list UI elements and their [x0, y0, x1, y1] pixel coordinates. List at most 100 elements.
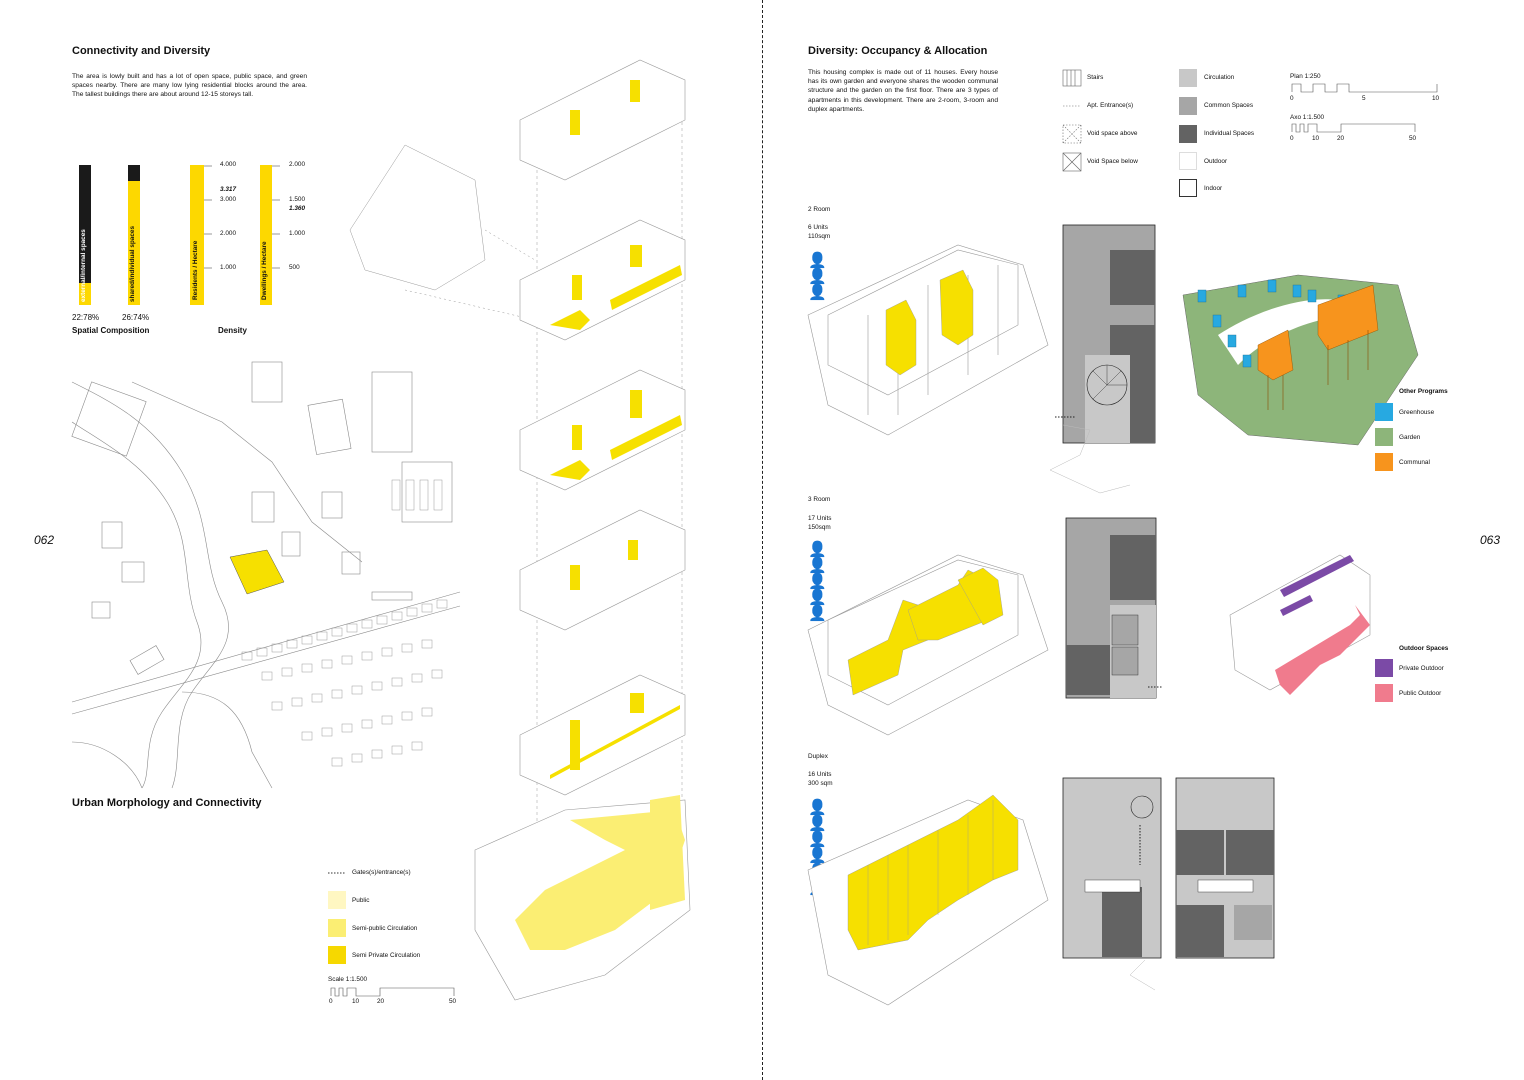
dw-tick-1360: 1.360 [289, 205, 305, 212]
axo-scale-50: 50 [1409, 135, 1417, 142]
swatch-individual [1179, 125, 1197, 143]
left-scale-bar [330, 987, 455, 997]
type-duplex-units: 16 Units [808, 771, 832, 778]
symbol-void-above: Void space above [1087, 130, 1138, 137]
plan-duplex [1062, 777, 1275, 991]
bar-value-1: 22:78% [72, 313, 100, 322]
plan-2room [1049, 224, 1156, 494]
axo-scale-0: 0 [1290, 135, 1294, 142]
other-programs-title: Other Programs [1399, 388, 1448, 395]
space-outdoor: Outdoor [1204, 158, 1228, 165]
swatch-common [1179, 97, 1197, 115]
type-2room-units: 6 Units [808, 224, 828, 231]
type-duplex-name: Duplex [808, 753, 828, 760]
plan-scale-5: 5 [1362, 95, 1366, 102]
gates-label: Gates(s)/entrance(s) [352, 869, 411, 876]
type-duplex-area: 300 sqm [808, 780, 833, 787]
swatch-circulation [1179, 69, 1197, 87]
page-number-left: 062 [34, 533, 55, 547]
program-communal: Communal [1399, 459, 1430, 466]
dw-tick-1000: 1.000 [289, 230, 305, 237]
dw-tick-1500: 1.500 [289, 196, 305, 203]
legend-swatch-semi-public [328, 919, 346, 937]
symbol-void-below: Void Space below [1087, 158, 1138, 165]
axo-scale-title: Axo 1:1.500 [1290, 114, 1325, 121]
dwellings-label: Dwellings / Hectare [261, 241, 268, 300]
bar-shared-individual [128, 165, 140, 305]
legend-semi-public: Semi-public Circulation [352, 925, 418, 932]
residents-bar [190, 165, 204, 305]
res-tick-3000: 3.000 [220, 196, 236, 203]
plan-scale-0: 0 [1290, 95, 1294, 102]
type-2room-area: 110sqm [808, 233, 831, 240]
res-tick-3317: 3.317 [220, 186, 236, 193]
space-indoor: Indoor [1204, 185, 1223, 192]
density-caption: Density [218, 326, 247, 335]
dw-tick-2000: 2.000 [289, 161, 305, 168]
residents-label: Residents / Hectare [192, 240, 199, 300]
site-highlight [229, 549, 285, 595]
right-title: Diversity: Occupancy & Allocation [808, 45, 988, 57]
type-3room-area: 150sqm [808, 524, 831, 531]
left-scale-10: 10 [352, 998, 360, 1005]
type-3room-units: 17 Units [808, 515, 832, 522]
legend-swatch-public [328, 891, 346, 909]
spatial-caption: Spatial Composition [72, 326, 150, 335]
plan-scale-10: 10 [1432, 95, 1440, 102]
plan-3room [1065, 517, 1162, 699]
axonometric-sequence [349, 59, 691, 1001]
space-individual: Individual Spaces [1204, 130, 1255, 137]
right-intro: This housing complex is made out of 11 h… [808, 69, 998, 113]
urban-map [71, 361, 461, 789]
gates-symbol [328, 872, 346, 874]
swatch-private-outdoor [1375, 659, 1393, 677]
legend-public: Public [352, 897, 370, 904]
left-scale-0: 0 [329, 998, 333, 1005]
left-intro: The area is lowly built and has a lot of… [72, 73, 307, 99]
swatch-communal [1375, 453, 1393, 471]
bar-label-shared-individual: shared/individual spaces [129, 225, 136, 302]
bar-label-external-internal: external/internal spaces [80, 229, 87, 302]
program-greenhouse: Greenhouse [1399, 409, 1435, 416]
swatch-outdoor [1179, 152, 1197, 170]
legend-swatch-semi-private [328, 946, 346, 964]
swatch-greenhouse [1375, 403, 1393, 421]
space-common: Common Spaces [1204, 102, 1254, 109]
plan-scale-bar [1291, 83, 1438, 93]
bar-external-internal [79, 165, 91, 305]
axo-duplex [807, 794, 1049, 1006]
occupants-2room-icon: 👤👤👤 [808, 252, 827, 301]
res-tick-1000: 1.000 [220, 264, 236, 271]
swatch-garden [1375, 428, 1393, 446]
plan-scale-title: Plan 1:250 [1290, 73, 1321, 80]
page-number-right: 063 [1480, 533, 1501, 547]
type-2room-name: 2 Room [808, 206, 831, 213]
axo-scale-bar [1291, 123, 1416, 133]
axo-rows [519, 59, 686, 796]
site-axo [474, 795, 691, 1001]
occupants-3room-icon: 👤👤👤👤👤 [808, 541, 827, 622]
left-scale-20: 20 [377, 998, 385, 1005]
symbol-icons [1062, 69, 1082, 172]
dwellings-bar [260, 165, 272, 305]
program-garden: Garden [1399, 434, 1421, 441]
bar-value-2: 26:74% [122, 313, 150, 322]
outdoor-public: Public Outdoor [1399, 690, 1442, 697]
axo-outdoor [1229, 554, 1371, 695]
res-tick-4000: 4.000 [220, 161, 236, 168]
space-circulation: Circulation [1204, 74, 1235, 81]
dw-tick-500: 500 [289, 264, 300, 271]
axo-scale-20: 20 [1337, 135, 1345, 142]
axo-2room [807, 244, 1049, 436]
outdoor-private: Private Outdoor [1399, 665, 1444, 672]
swatch-public-outdoor [1375, 684, 1393, 702]
outdoor-spaces-title: Outdoor Spaces [1399, 645, 1449, 652]
left-title: Connectivity and Diversity [72, 45, 211, 57]
symbol-entrance: Apt. Entrance(s) [1087, 102, 1134, 109]
legend-semi-private: Semi Private Circulation [352, 952, 421, 959]
res-tick-2000: 2.000 [220, 230, 236, 237]
type-3room-name: 3 Room [808, 496, 831, 503]
left-scale-50: 50 [449, 998, 457, 1005]
map-title: Urban Morphology and Connectivity [72, 797, 262, 809]
axo-programs [1182, 274, 1419, 446]
